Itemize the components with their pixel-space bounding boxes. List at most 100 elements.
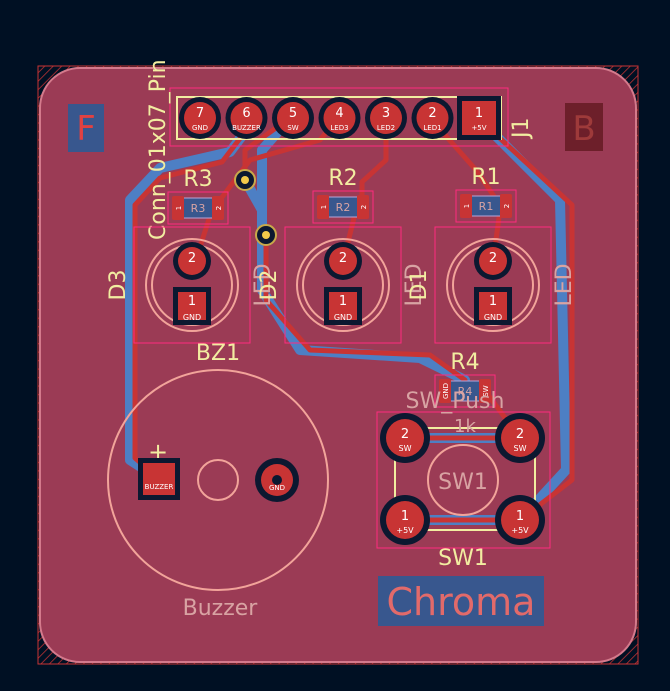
pin-number: 3 bbox=[382, 106, 390, 121]
resistor-fab-ref: R1 bbox=[479, 200, 494, 213]
led-pad2 bbox=[329, 247, 357, 275]
resistor-fab-ref: R3 bbox=[191, 202, 206, 215]
switch-pad-copper bbox=[501, 419, 539, 457]
connector-value: Conn_01x07_Pin bbox=[146, 59, 171, 240]
pin-pad bbox=[370, 102, 402, 134]
switch-pad-copper bbox=[386, 501, 424, 539]
pin-number: 6 bbox=[242, 106, 250, 121]
pin-number: 7 bbox=[196, 106, 204, 121]
resistor-pad-1 bbox=[172, 196, 184, 220]
led-pad1-number: 1 bbox=[339, 294, 347, 309]
via-drill bbox=[262, 231, 270, 239]
switch-courtyard bbox=[376, 411, 551, 549]
led-pad1-net: GND bbox=[484, 313, 502, 322]
switch-pad-net: SW bbox=[514, 444, 527, 453]
buzzer-pin2-drill bbox=[272, 475, 282, 485]
led-outline bbox=[145, 238, 239, 332]
led-ref: D2 bbox=[257, 270, 282, 301]
led-pad1-number: 1 bbox=[188, 294, 196, 309]
pin-number: 4 bbox=[335, 106, 343, 121]
pin-pad bbox=[230, 102, 263, 134]
front-layer-marker-box bbox=[68, 104, 104, 152]
buzzer-center bbox=[197, 459, 239, 501]
pin-pad bbox=[277, 102, 309, 134]
resistor-courtyard bbox=[167, 191, 229, 225]
resistor-ref: R4 bbox=[450, 350, 479, 375]
connector-pin: 5SW bbox=[272, 97, 314, 139]
pin-net: LED2 bbox=[377, 124, 395, 132]
buzzer-ref: BZ1 bbox=[196, 341, 240, 366]
led-pad2-number: 2 bbox=[339, 251, 347, 266]
resistor-pad1-label: 1 bbox=[320, 205, 328, 209]
led-pad1-net: GND bbox=[183, 313, 201, 322]
back-trace-sw bbox=[257, 113, 470, 385]
pin-net: +5V bbox=[471, 124, 486, 132]
led-courtyard bbox=[284, 226, 402, 344]
buzzer-outline bbox=[107, 369, 329, 591]
pin-pad bbox=[323, 102, 356, 134]
front-trace-led1 bbox=[427, 115, 503, 208]
back-layer-marker-box bbox=[565, 103, 603, 151]
back-layer-marker: B bbox=[572, 109, 595, 149]
via-drill bbox=[241, 176, 249, 184]
pin-pad bbox=[462, 101, 496, 135]
switch-pad: 1+5V bbox=[380, 495, 430, 545]
pin-net: LED1 bbox=[423, 124, 441, 132]
resistor-pad1-label: GND bbox=[442, 383, 450, 399]
pin-pad bbox=[184, 102, 216, 134]
resistor-fab-ref: R2 bbox=[336, 201, 351, 214]
resistor-fab-ref: R4 bbox=[458, 385, 473, 398]
resistor-pad-1 bbox=[317, 195, 329, 219]
led-silk-label: LED bbox=[402, 263, 427, 306]
switch-pad-net: SW bbox=[399, 444, 412, 453]
led-ref: D3 bbox=[106, 270, 131, 301]
connector-j1: Conn_01x07_Pin J1 7GND6BUZZER5SW4LED33LE… bbox=[146, 59, 534, 240]
resistor-pad2-label: 2 bbox=[360, 205, 368, 209]
led-courtyard bbox=[434, 226, 552, 344]
front-trace-5v bbox=[475, 115, 575, 523]
resistor-pad-2 bbox=[479, 379, 491, 403]
resistor-ref: R2 bbox=[328, 166, 357, 191]
switch-pad-copper bbox=[386, 419, 424, 457]
connector-pin: 1+5V bbox=[457, 96, 501, 140]
led-outline bbox=[446, 238, 540, 332]
resistor-courtyard bbox=[434, 374, 496, 408]
resistor-pad-1 bbox=[460, 194, 472, 218]
switch-pad: 2SW bbox=[495, 413, 545, 463]
resistor-pad2-label: 2 bbox=[215, 206, 223, 210]
led-pad1-number: 1 bbox=[489, 294, 497, 309]
buzzer-pin1-net: BUZZER bbox=[145, 483, 174, 491]
led-pad2 bbox=[479, 247, 507, 275]
switch-pad-number: 2 bbox=[516, 427, 524, 442]
pin-number: 5 bbox=[289, 106, 297, 121]
led-courtyard bbox=[133, 226, 251, 344]
led-pad1-net: GND bbox=[334, 313, 352, 322]
switch-fab-ref: SW1 bbox=[438, 470, 488, 495]
vias bbox=[234, 169, 277, 246]
connector-ref: J1 bbox=[509, 118, 534, 141]
led-silk-label: LED bbox=[552, 263, 577, 306]
led-pad1 bbox=[329, 292, 357, 320]
switch-body bbox=[394, 427, 536, 531]
r4-value: 1k bbox=[454, 416, 476, 437]
buzzer-pin1-pad bbox=[143, 463, 175, 495]
pin-net: SW bbox=[287, 124, 298, 132]
switch-pad-number: 1 bbox=[516, 509, 524, 524]
led-silk-label: LED bbox=[251, 263, 276, 306]
led-pad2 bbox=[178, 247, 206, 275]
switch-pad-net: +5V bbox=[396, 526, 414, 535]
led-pad2-number: 2 bbox=[188, 251, 196, 266]
connector-courtyard bbox=[169, 87, 509, 147]
resistor-ref: R3 bbox=[183, 167, 212, 192]
resistor-pad-2 bbox=[500, 194, 512, 218]
